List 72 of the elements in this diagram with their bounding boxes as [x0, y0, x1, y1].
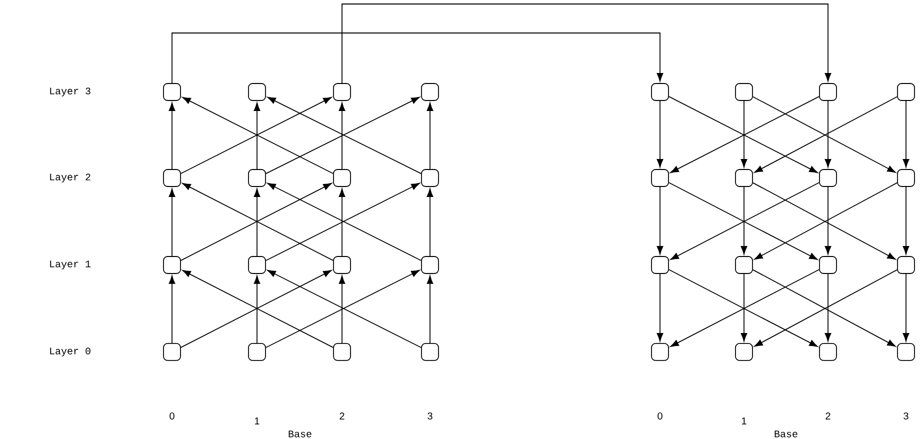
node-box [897, 256, 915, 274]
layer-label: Layer 0 [50, 348, 90, 356]
node-box [333, 83, 351, 101]
arrow [254, 102, 260, 170]
column-number: 2 [340, 412, 344, 420]
node-box [819, 169, 837, 187]
column-number: 1 [255, 418, 260, 424]
node-box [735, 256, 753, 274]
node-box [163, 83, 181, 101]
layer-label: Layer 2 [50, 174, 90, 182]
column-number: 1 [742, 418, 746, 424]
arrow [342, 4, 832, 84]
arrow [740, 100, 748, 168]
arrow [426, 102, 434, 170]
arrow [338, 188, 346, 256]
arrow [656, 100, 664, 168]
node-box [421, 169, 439, 187]
node-box [897, 169, 915, 187]
node-box [248, 169, 266, 187]
arrow [426, 188, 434, 256]
arrow [824, 100, 832, 168]
arrow [168, 188, 176, 256]
column-number: 3 [904, 412, 908, 420]
column-number: 0 [658, 412, 662, 420]
arrow [426, 275, 434, 344]
node-box [735, 83, 753, 101]
arrow [172, 32, 664, 84]
node-box [248, 343, 266, 361]
arrow [168, 275, 176, 344]
node-box [163, 256, 181, 274]
arrow [168, 102, 176, 170]
node-box [651, 343, 669, 361]
arrow [254, 188, 260, 256]
node-box [421, 83, 439, 101]
arrow [902, 274, 910, 342]
layer-label: Layer 1 [50, 260, 91, 270]
node-box [248, 256, 266, 274]
arrow [902, 100, 910, 168]
layer-label: Layer 3 [50, 88, 90, 96]
node-box [735, 343, 753, 361]
node-box [421, 256, 439, 274]
arrow [740, 186, 748, 254]
node-box [819, 343, 837, 361]
node-box [651, 169, 669, 187]
arrow [338, 275, 346, 344]
arrow [254, 275, 260, 344]
axis-title: Base [774, 430, 798, 438]
node-box [651, 256, 669, 274]
arrow [902, 186, 910, 254]
node-box [897, 83, 915, 101]
arrow [656, 186, 664, 254]
node-box [651, 83, 669, 101]
arrow [338, 102, 346, 170]
arrow [824, 186, 832, 254]
node-box [163, 343, 181, 361]
column-number: 3 [428, 412, 432, 420]
node-box [163, 169, 181, 187]
arrow [656, 274, 664, 342]
column-number: 2 [826, 412, 830, 420]
node-box [735, 169, 753, 187]
arrow [824, 274, 832, 342]
node-box [248, 83, 266, 101]
node-box [819, 256, 837, 274]
node-box [421, 343, 439, 361]
node-box [819, 83, 837, 101]
node-box [333, 256, 351, 274]
node-box [333, 169, 351, 187]
column-number: 0 [170, 412, 174, 420]
node-box [333, 343, 351, 361]
axis-title: Base [288, 430, 312, 438]
node-box [897, 343, 915, 361]
arrow [740, 274, 748, 342]
